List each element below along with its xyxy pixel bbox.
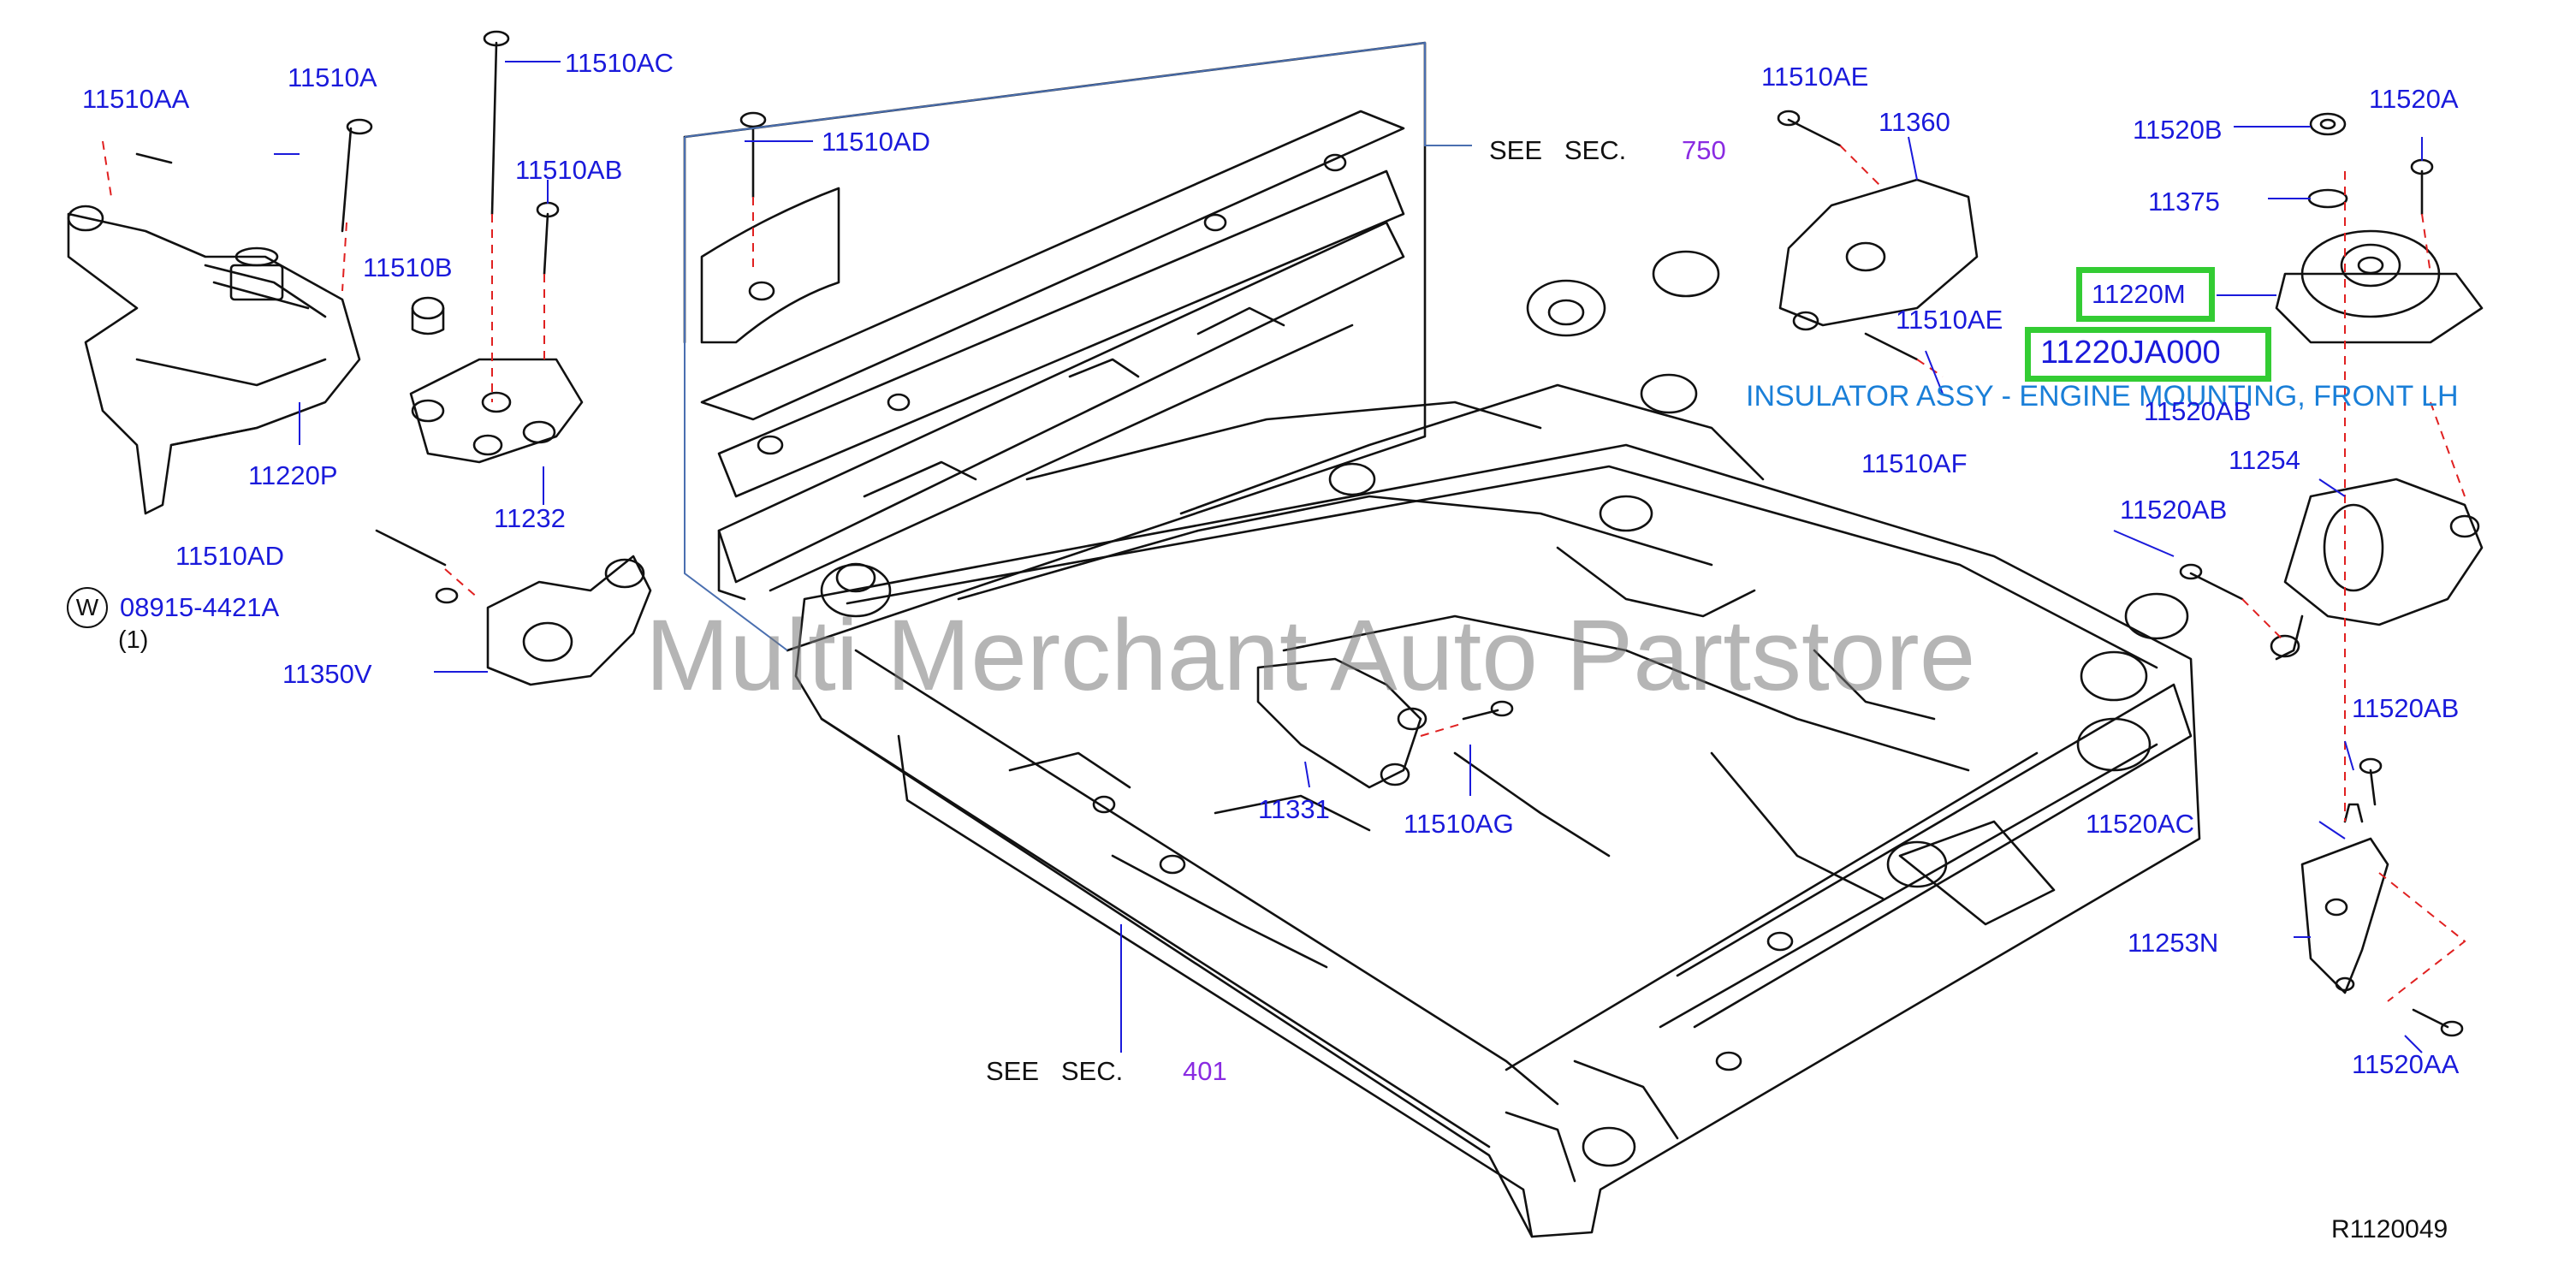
washer-symbol: W [67,587,108,628]
bolts-and-fasteners [135,30,2464,1037]
callout-11510AD-left[interactable]: 11510AD [175,541,284,571]
quantity-note: (1) [118,626,149,654]
callout-11254[interactable]: 11254 [2229,445,2300,475]
insulator-11220M-drawing [2275,112,2484,344]
callout-11520AA[interactable]: 11520AA [2352,1049,2460,1079]
callout-11232[interactable]: 11232 [494,503,566,533]
callout-11360[interactable]: 11360 [1879,107,1950,137]
callout-11520B[interactable]: 11520B [2133,115,2223,145]
part-description: INSULATOR ASSY - ENGINE MOUNTING, FRONT … [1746,380,2459,412]
callout-11520AB-b[interactable]: 11520AB [2120,495,2228,525]
callout-11520AC[interactable]: 11520AC [2086,809,2194,839]
callout-11220P[interactable]: 11220P [248,460,338,490]
section-401-link[interactable]: 401 [1183,1056,1227,1086]
callout-11510AC[interactable]: 11510AC [565,48,674,78]
callout-11253N[interactable]: 11253N [2128,928,2219,958]
callout-11220JA000[interactable]: 11220JA000 [2040,335,2221,371]
callout-11331[interactable]: 11331 [1258,794,1330,824]
callout-11520AB-a[interactable]: 11520AB [2144,396,2252,426]
callout-11220M[interactable]: 11220M [2092,279,2186,309]
callout-11510AD-top[interactable]: 11510AD [822,127,930,157]
callout-11510B[interactable]: 11510B [363,252,453,282]
callout-08915-4421A[interactable]: 08915-4421A [120,592,280,622]
highlight-11220JA000 [2025,327,2271,382]
callout-11510AG[interactable]: 11510AG [1404,809,1514,839]
diagram-reference-code: R1120049 [2331,1215,2448,1243]
torque-rod-11350V-drawing [486,555,652,686]
callout-11510AB[interactable]: 11510AB [515,155,623,185]
callout-11510AF[interactable]: 11510AF [1861,448,1968,478]
highlight-11220M [2076,267,2215,322]
callout-leader-lines [274,61,2423,1053]
see-section-401-text: SEE SEC. [986,1056,1124,1086]
callout-11510A[interactable]: 11510A [288,62,377,92]
torque-rod-11331-drawing [1256,657,1427,789]
callout-11520A[interactable]: 11520A [2369,84,2459,114]
bracket-11253N-drawing [2300,803,2389,994]
mount-11360-drawing [1778,178,1979,331]
callout-11510AE-mid[interactable]: 11510AE [1896,305,2003,335]
section-750-outline [684,41,1472,651]
callout-11520AB-c[interactable]: 11520AB [2352,693,2460,723]
watermark: Multi Merchant Auto Partstore [645,599,1976,712]
upper-member-drawing [683,41,1427,652]
section-750-link[interactable]: 750 [1682,135,1726,165]
callout-11350V[interactable]: 11350V [282,659,372,689]
see-section-750-text: SEE SEC. [1489,135,1627,165]
callout-11510AA[interactable]: 11510AA [82,84,190,114]
bracket-11254-drawing [2270,478,2484,661]
left-mount-11220P-drawing [67,205,361,515]
front-subframe-drawing [794,250,2201,1238]
callout-11510AE-top[interactable]: 11510AE [1761,62,1869,92]
callout-11375[interactable]: 11375 [2148,187,2220,217]
bracket-11232-drawing [409,358,584,464]
